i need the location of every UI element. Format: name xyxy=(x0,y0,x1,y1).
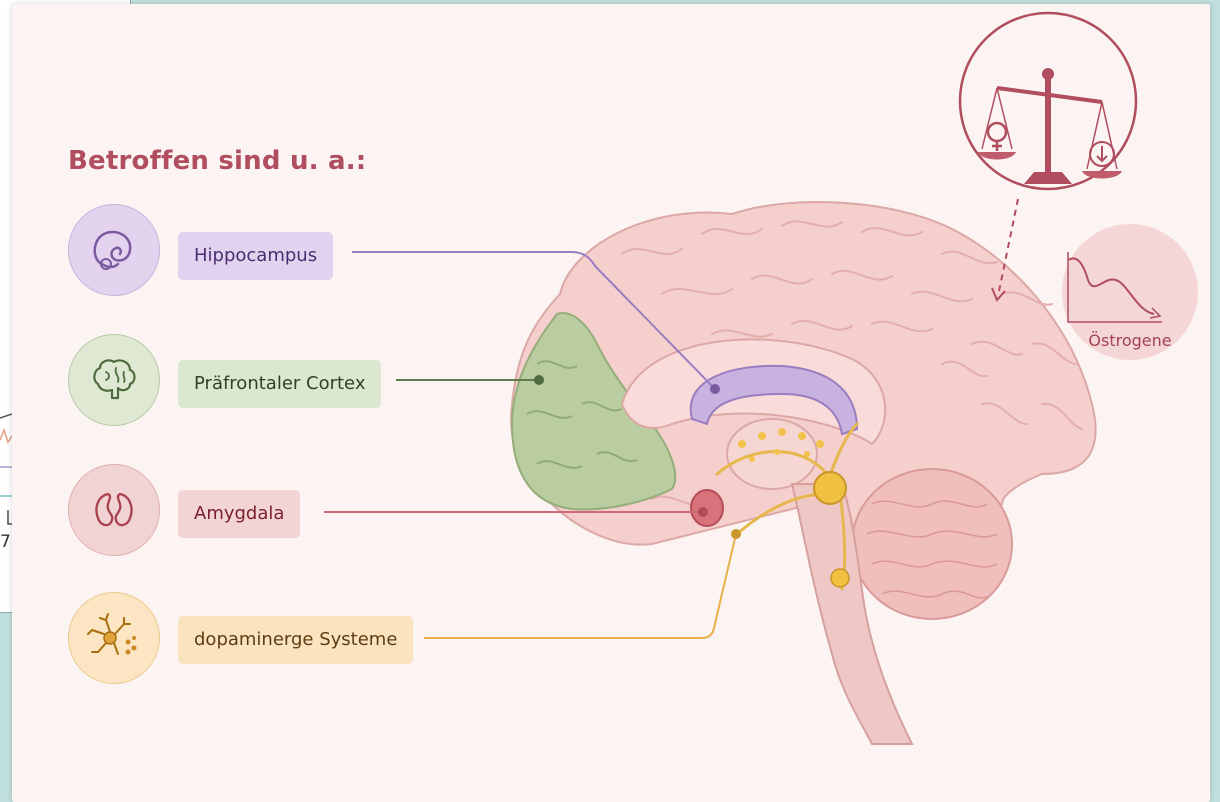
dopamine-node-lower xyxy=(831,569,849,587)
connector-dot-hippocampus xyxy=(710,384,720,394)
connector-dot-dopamine xyxy=(731,529,741,539)
estrogen-label: Östrogene xyxy=(1088,331,1171,350)
connector-dot-amygdala xyxy=(698,507,708,517)
connector-dot-praefrontal xyxy=(534,375,544,385)
infographic-card: Betroffen sind u. a.: Hippocampus Präfro… xyxy=(12,4,1210,802)
dopamine-nucleus xyxy=(814,472,846,504)
brain-illustration: Östrogene xyxy=(12,4,1210,802)
thalamus xyxy=(727,419,817,489)
balance-scale-icon xyxy=(960,13,1136,189)
connector-dopamine xyxy=(424,534,736,638)
background-tick-label: 7 xyxy=(0,532,11,552)
background-chart-fragment xyxy=(0,410,12,535)
amygdala-region xyxy=(691,490,723,526)
